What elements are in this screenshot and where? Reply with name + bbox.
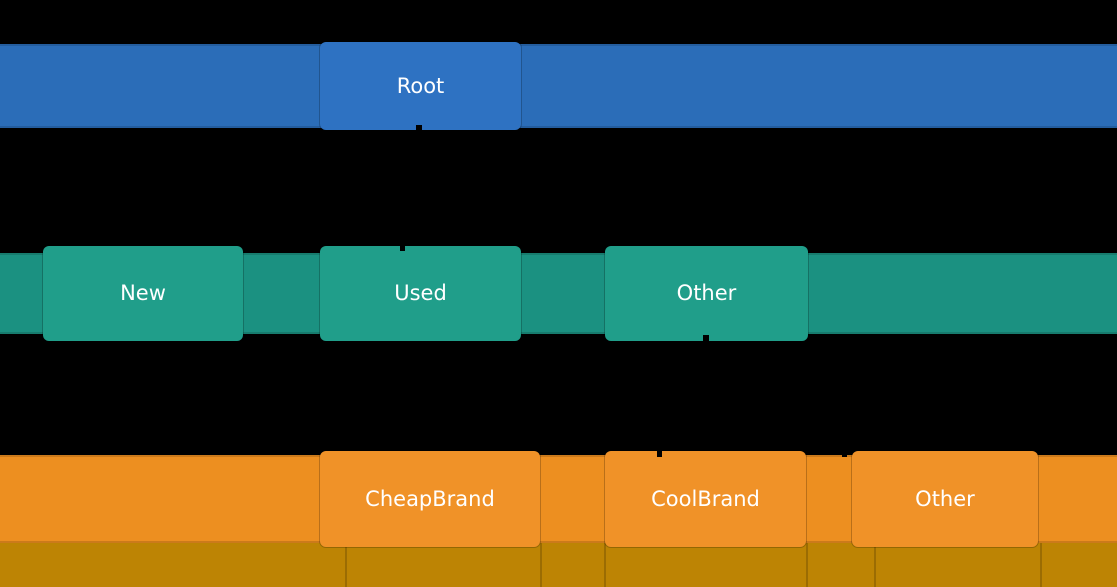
node-new[interactable]: New <box>43 246 243 341</box>
connector-notch <box>400 246 405 251</box>
node-other-condition[interactable]: Other <box>605 246 808 341</box>
node-cheapbrand[interactable]: CheapBrand <box>320 451 540 547</box>
footer-seam <box>806 543 808 587</box>
footer-seam <box>604 543 606 587</box>
node-cheapbrand-label: CheapBrand <box>365 486 495 511</box>
node-root[interactable]: Root <box>320 42 521 130</box>
footer-seam <box>540 543 542 587</box>
node-other-brand-label: Other <box>915 486 975 511</box>
node-new-label: New <box>120 281 166 305</box>
footer-seam <box>874 543 876 587</box>
level-0-band <box>0 44 1117 128</box>
connector-notch <box>416 125 422 131</box>
connector-notch <box>657 451 662 457</box>
node-coolbrand[interactable]: CoolBrand <box>605 451 806 547</box>
node-other-brand[interactable]: Other <box>852 451 1038 547</box>
node-root-label: Root <box>396 73 445 98</box>
footer-seam <box>345 543 347 587</box>
footer-seam <box>1040 543 1042 587</box>
node-coolbrand-label: CoolBrand <box>651 486 760 511</box>
connector-notch <box>703 335 709 342</box>
node-used[interactable]: Used <box>320 246 521 341</box>
footer-band <box>0 543 1117 587</box>
node-used-label: Used <box>394 281 447 305</box>
connector-notch <box>842 451 847 457</box>
node-other-condition-label: Other <box>676 281 737 305</box>
